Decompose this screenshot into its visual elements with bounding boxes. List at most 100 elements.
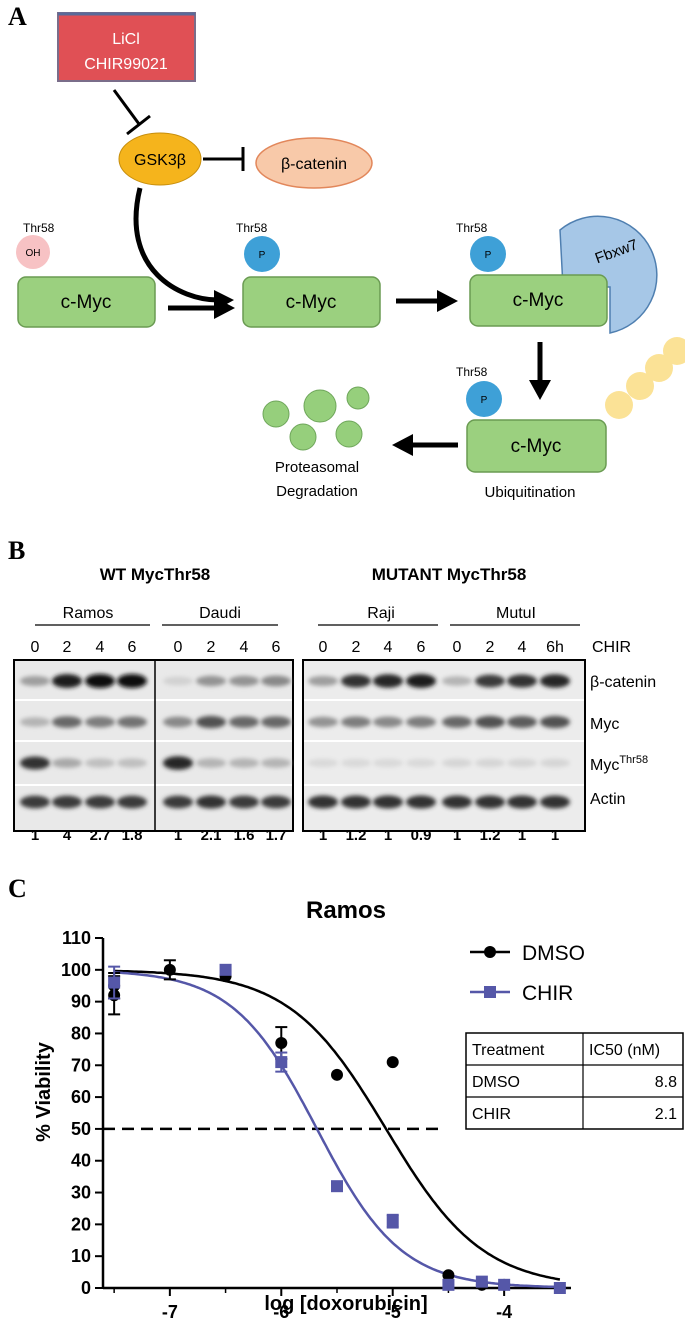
proteasome-sphere-3 [346, 386, 370, 410]
blot-band [308, 716, 338, 728]
y-tick-label: 80 [71, 1023, 91, 1043]
thr58-label-4: Thr58 [456, 365, 488, 379]
gsk3b-label: GSK3β [134, 152, 186, 169]
data-point-dmso [163, 963, 176, 976]
blot-band [406, 758, 436, 768]
proteasome-sphere-1 [262, 400, 290, 428]
blot-band [229, 758, 259, 768]
blot-band [163, 756, 193, 770]
y-tick-label: 90 [71, 992, 91, 1012]
legend-label-dmso: DMSO [522, 942, 585, 965]
wt-title: WT MycThr58 [100, 565, 211, 584]
blot-band [442, 716, 472, 728]
ubiquitin-4 [605, 391, 633, 419]
chart-title: Ramos [306, 897, 386, 924]
p-circle-3 [470, 236, 506, 272]
blot-band [308, 758, 338, 768]
blot-band [475, 715, 505, 729]
myc-quant-value: 4 [63, 827, 72, 844]
lane-time-label: 4 [384, 639, 393, 656]
blot-band [373, 716, 403, 728]
lane-time-label: 2 [486, 639, 495, 656]
fit-curve-dmso [114, 969, 561, 1281]
blot-band [308, 675, 338, 687]
lane-time-label: 0 [174, 639, 183, 656]
gsk3b-node [118, 132, 202, 186]
drug-box [57, 12, 196, 82]
blot-band [117, 758, 147, 768]
myc-quant-value: 1 [518, 827, 526, 844]
table-header-cell: IC50 (nM) [589, 1042, 660, 1059]
table-cell: 2.1 [655, 1106, 677, 1123]
blot-band [196, 675, 226, 687]
c-myc-box-3 [469, 274, 608, 327]
cell-line-raji: Raji [367, 605, 395, 622]
lane-time-label: 4 [240, 639, 249, 656]
data-point-chir [219, 963, 232, 976]
blot-band [308, 795, 338, 809]
p-circle-2 [244, 236, 280, 272]
c-myc-box-4 [466, 419, 607, 473]
y-tick-label: 30 [71, 1183, 91, 1203]
legend-label-chir: CHIR [522, 982, 573, 1005]
myc-quant-value: 1.6 [234, 827, 255, 844]
proteasome-sphere-4 [289, 423, 317, 451]
data-point-chir [331, 1180, 343, 1193]
myc-quant-value: 2.1 [201, 827, 222, 844]
blot-band [163, 676, 193, 686]
pathway-diagram: LiCl CHIR99021 GSK3β β-catenin Thr58 OH … [16, 12, 685, 501]
panel-c-label: C [8, 874, 27, 903]
data-point-chir [386, 1215, 399, 1228]
row-label-actin: Actin [590, 791, 626, 808]
data-point-chir [475, 1275, 488, 1288]
blot-band [341, 716, 371, 728]
chir-label: CHIR [592, 639, 631, 656]
blot-band [507, 716, 537, 728]
blot-band [475, 674, 505, 688]
lane-time-label: 0 [31, 639, 40, 656]
blot-band [261, 758, 291, 768]
p-label-2: P [259, 250, 266, 261]
blot-band [52, 674, 82, 688]
y-tick-label: 100 [61, 960, 91, 980]
lane-time-label: 6 [128, 639, 137, 656]
blot-band [85, 758, 115, 768]
blot-band [117, 716, 147, 728]
myc-quant-value: 1.2 [480, 827, 501, 844]
blot-band [261, 716, 291, 728]
fbxw7-shape [559, 215, 658, 334]
lane-time-label: 6 [272, 639, 281, 656]
c-myc-box-1 [17, 276, 156, 328]
x-axis-label: log [doxorubicin] [264, 1293, 427, 1315]
blot-band [507, 795, 537, 809]
blot-band [442, 676, 472, 686]
blot-band [196, 758, 226, 768]
data-point-dmso [331, 1068, 343, 1081]
x-tick-label: -6 [273, 1302, 289, 1322]
blot-band [20, 756, 50, 770]
row-label-myc-thr58-base: Myc [590, 757, 619, 774]
ubiquitination-label: Ubiquitination [485, 484, 576, 501]
blot-band [540, 715, 570, 729]
dose-response-chart: Ramos % Viability log [doxorubicin] 0102… [33, 897, 684, 1322]
blot-band [20, 717, 50, 727]
blot-band [20, 675, 50, 687]
inhibit-line-drug-gsk [112, 89, 141, 125]
data-point-dmso [386, 1056, 399, 1069]
panel-b-label: B [8, 536, 26, 565]
blot-band [163, 716, 193, 728]
blot-band [261, 795, 291, 809]
lane-time-label: 2 [207, 639, 216, 656]
blot-band [196, 715, 226, 729]
beta-catenin-label: β-catenin [281, 156, 347, 173]
blot-band [229, 675, 259, 687]
blot-band [85, 674, 115, 688]
lane-time-label: 6h [546, 639, 564, 656]
proteasome-sphere-2 [303, 389, 337, 423]
myc-quant-value: 0.9 [411, 827, 432, 844]
blot-band [540, 795, 570, 809]
drug-licl: LiCl [112, 31, 140, 48]
lane-time-label: 2 [63, 639, 72, 656]
myc-quant-value: 1 [174, 827, 182, 844]
ubiquitin-3 [626, 372, 654, 400]
